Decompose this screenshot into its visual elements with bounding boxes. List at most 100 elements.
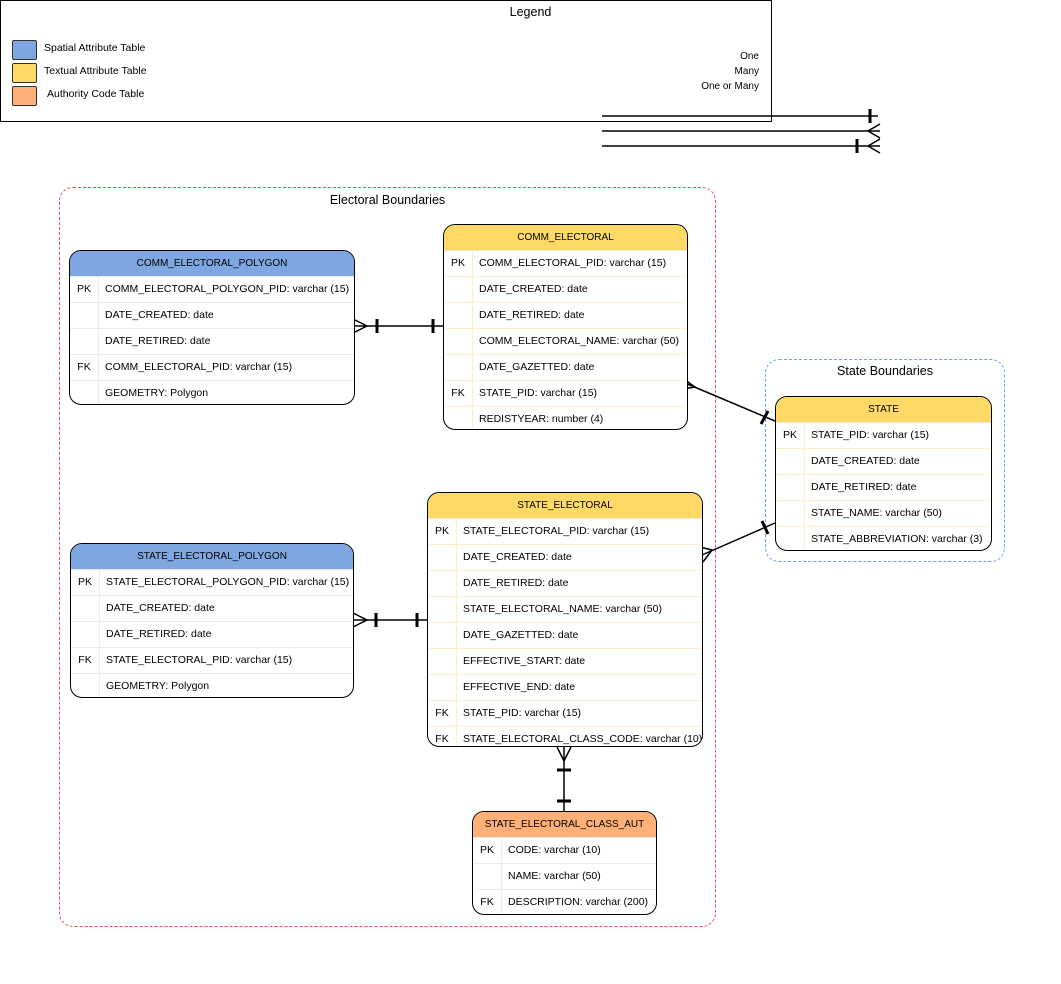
legend-one-or-many-crowfoot	[866, 138, 881, 154]
table-row: DATE_RETIRED: date	[71, 621, 353, 647]
legend-box: Legend Spatial Attribute Table Textual A…	[0, 0, 772, 122]
table-row: NAME: varchar (50)	[473, 863, 656, 889]
field-cell: DATE_GAZETTED: date	[463, 629, 579, 641]
field-cell: STATE_ELECTORAL_POLYGON_PID: varchar (15…	[106, 576, 350, 588]
entity-header: STATE_ELECTORAL_CLASS_AUT	[473, 812, 656, 838]
field-cell: GEOMETRY: Polygon	[105, 387, 209, 399]
key-cell	[428, 675, 457, 700]
entity-header: COMM_ELECTORAL	[444, 225, 687, 251]
field-cell: DATE_RETIRED: date	[479, 309, 585, 321]
field-cell: STATE_ELECTORAL_PID: varchar (15)	[106, 654, 293, 666]
entity-header: STATE_ELECTORAL	[428, 493, 702, 519]
table-row: COMM_ELECTORAL_NAME: varchar (50)	[444, 328, 687, 354]
key-cell	[444, 355, 473, 380]
key-cell	[428, 571, 457, 596]
edge-class-aut-crowfoot	[556, 746, 572, 763]
table-row: GEOMETRY: Polygon	[71, 673, 353, 697]
key-cell	[776, 501, 805, 526]
field-cell: STATE_ELECTORAL_PID: varchar (15)	[463, 525, 650, 537]
field-cell: DATE_CREATED: date	[106, 602, 215, 614]
spatial-swatch	[12, 40, 37, 60]
authority-swatch	[12, 86, 37, 106]
key-cell: FK	[70, 355, 99, 380]
key-cell: PK	[70, 277, 99, 302]
edge-comm-electoral-state	[684, 382, 776, 422]
state-cluster-title: State Boundaries	[837, 364, 933, 378]
table-row: FK COMM_ELECTORAL_PID: varchar (15)	[70, 354, 354, 380]
key-cell	[70, 381, 99, 404]
edge-comm-polygon-crowfoot	[352, 318, 369, 334]
table-row: DATE_CREATED: date	[71, 595, 353, 621]
table-row: DATE_RETIRED: date	[776, 474, 991, 500]
table-row: DATE_RETIRED: date	[70, 328, 354, 354]
key-cell: FK	[71, 648, 100, 673]
edge-state-polygon-crowfoot	[352, 612, 369, 628]
table-row: FK STATE_ELECTORAL_PID: varchar (15)	[71, 647, 353, 673]
key-cell: PK	[428, 519, 457, 544]
edge-comm-electoral-state-bar	[759, 410, 770, 425]
key-cell	[444, 407, 473, 429]
table-row: DATE_CREATED: date	[776, 448, 991, 474]
field-cell: GEOMETRY: Polygon	[106, 680, 210, 692]
legend-many-crowfoot	[866, 123, 881, 139]
table-row: FK STATE_PID: varchar (15)	[444, 380, 687, 406]
legend-textual-label: Textual Attribute Table	[44, 65, 147, 77]
entity-header: STATE	[776, 397, 991, 423]
legend-title: Legend	[509, 5, 552, 19]
key-cell	[428, 623, 457, 648]
key-cell: FK	[428, 727, 457, 746]
field-cell: EFFECTIVE_END: date	[463, 681, 576, 693]
field-cell: COMM_ELECTORAL_PID: varchar (15)	[105, 361, 293, 373]
table-row: DATE_CREATED: date	[70, 302, 354, 328]
table-row: REDISTYEAR: number (4)	[444, 406, 687, 429]
field-cell: STATE_PID: varchar (15)	[479, 387, 598, 399]
field-cell: DATE_CREATED: date	[811, 455, 920, 467]
entity-comm-electoral: COMM_ELECTORAL PK COMM_ELECTORAL_PID: var…	[443, 224, 688, 430]
table-row: PK STATE_PID: varchar (15)	[776, 423, 991, 448]
field-cell: COMM_ELECTORAL_PID: varchar (15)	[479, 257, 667, 269]
key-cell	[71, 596, 100, 621]
key-cell: PK	[444, 251, 473, 276]
key-cell	[428, 545, 457, 570]
field-cell: DATE_CREATED: date	[105, 309, 214, 321]
electoral-boundaries-cluster: Electoral Boundaries	[59, 187, 716, 927]
key-cell: PK	[776, 423, 805, 448]
table-row: FK STATE_PID: varchar (15)	[428, 700, 702, 726]
field-cell: STATE_PID: varchar (15)	[463, 707, 582, 719]
key-cell: FK	[428, 701, 457, 726]
legend-spatial-label: Spatial Attribute Table	[44, 42, 146, 54]
legend-many-label: Many	[734, 66, 759, 77]
key-cell	[71, 674, 100, 697]
legend-authority-label: Authority Code Table	[47, 88, 145, 100]
field-cell: DATE_RETIRED: date	[463, 577, 569, 589]
key-cell: FK	[444, 381, 473, 406]
key-cell	[70, 303, 99, 328]
field-cell: DATE_CREATED: date	[463, 551, 572, 563]
field-cell: COMM_ELECTORAL_POLYGON_PID: varchar (15)	[105, 283, 350, 295]
table-row: STATE_ELECTORAL_NAME: varchar (50)	[428, 596, 702, 622]
table-row: DATE_CREATED: date	[428, 544, 702, 570]
key-cell	[70, 329, 99, 354]
field-cell: DATE_RETIRED: date	[106, 628, 212, 640]
edge-state-electoral-state-bar	[760, 520, 770, 535]
key-cell	[473, 864, 502, 889]
table-row: PK COMM_ELECTORAL_PID: varchar (15)	[444, 251, 687, 276]
field-cell: STATE_ELECTORAL_NAME: varchar (50)	[463, 603, 662, 615]
field-cell: STATE_ELECTORAL_CLASS_CODE: varchar (10)	[463, 733, 703, 745]
field-cell: CODE: varchar (10)	[508, 844, 601, 856]
entity-state-electoral: STATE_ELECTORAL PK STATE_ELECTORAL_PID: v…	[427, 492, 703, 747]
field-cell: COMM_ELECTORAL_NAME: varchar (50)	[479, 335, 679, 347]
electoral-cluster-title: Electoral Boundaries	[329, 193, 446, 207]
table-row: PK COMM_ELECTORAL_POLYGON_PID: varchar (1…	[70, 277, 354, 302]
key-cell	[428, 597, 457, 622]
table-row: FK STATE_ELECTORAL_CLASS_CODE: varchar (1…	[428, 726, 703, 746]
field-cell: STATE_PID: varchar (15)	[811, 429, 930, 441]
table-row: STATE_ABBREVIATION: varchar (3)	[776, 526, 991, 550]
table-row: GEOMETRY: Polygon	[70, 380, 354, 404]
field-cell: DATE_RETIRED: date	[811, 481, 917, 493]
edge-state-electoral-state	[701, 522, 776, 556]
